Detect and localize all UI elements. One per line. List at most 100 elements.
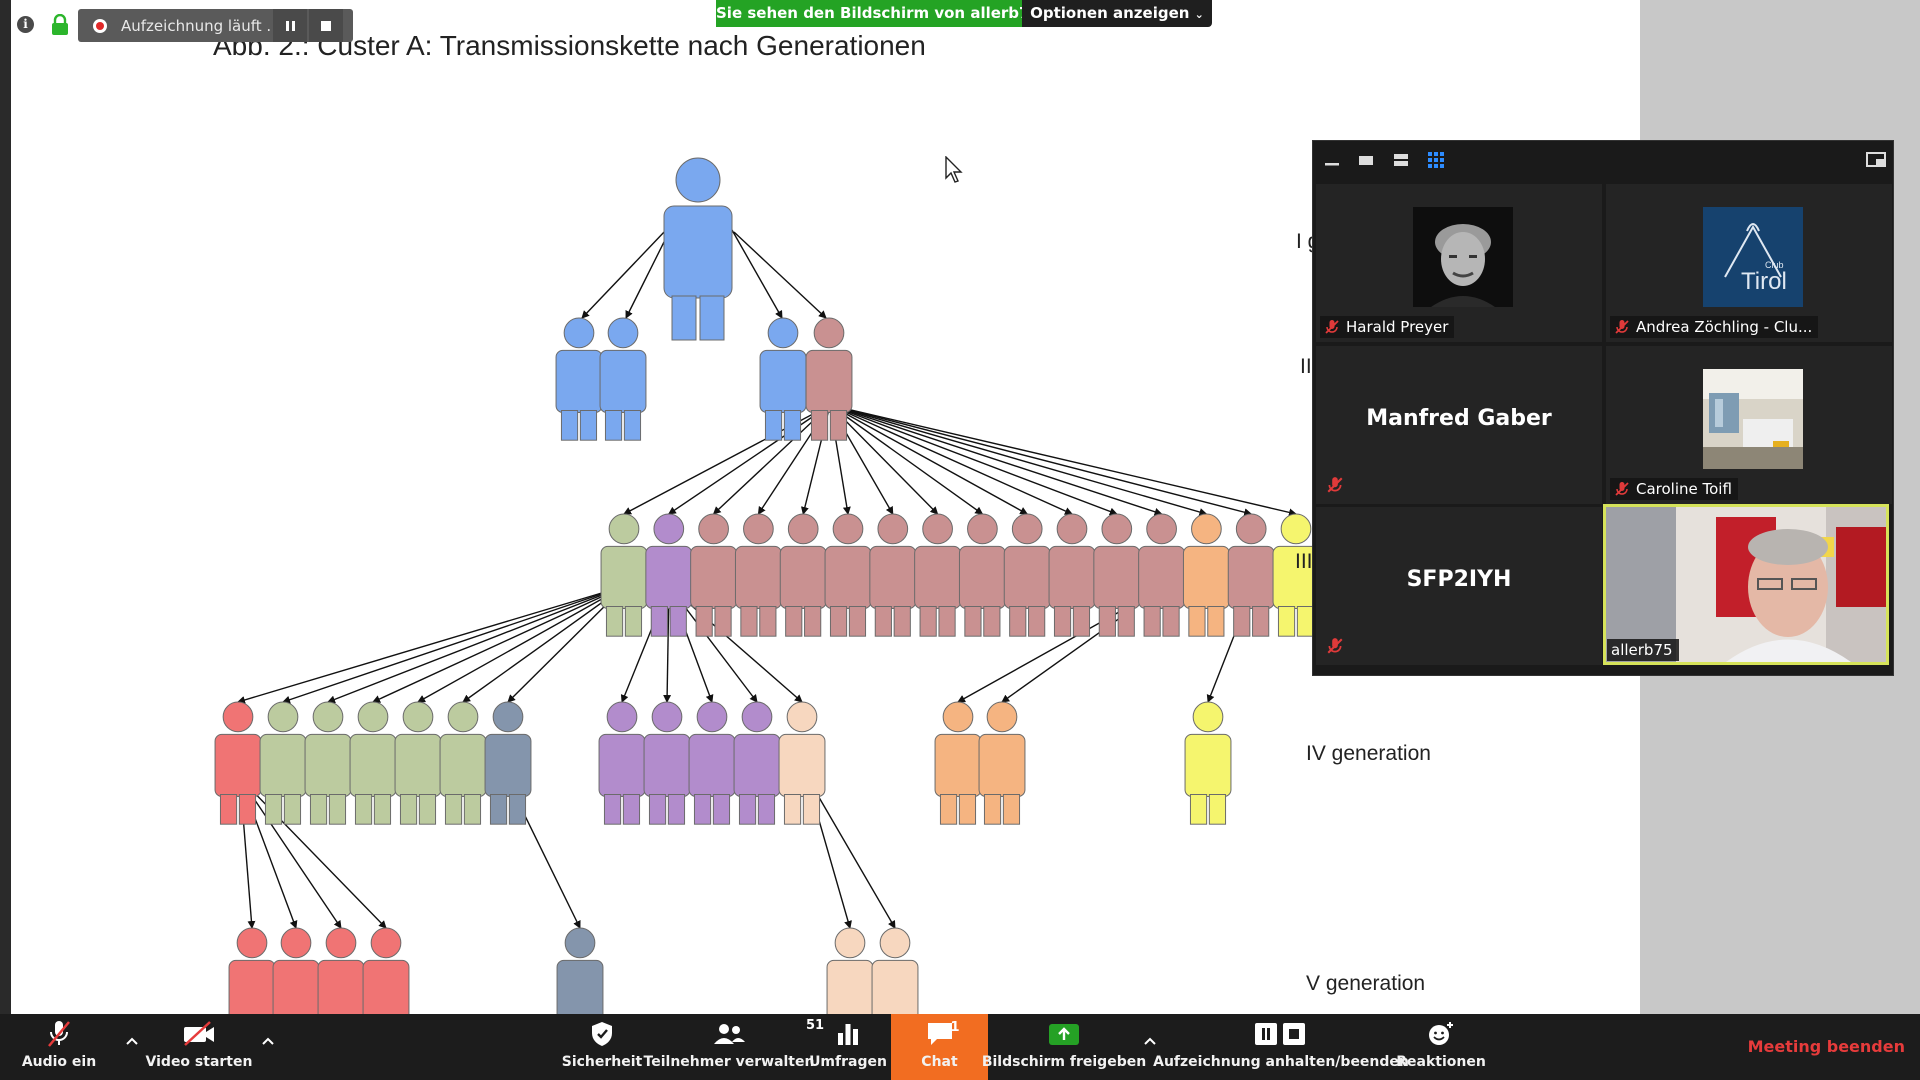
transmission-arrow (327, 585, 626, 704)
pause-stop-icon (1255, 1023, 1305, 1045)
share-banner: Sie sehen den Bildschirm von allerb75 (716, 0, 1040, 27)
strip-view-icon[interactable] (1392, 151, 1410, 169)
generation-label-3: III (1295, 550, 1313, 573)
person-figure (690, 513, 738, 637)
recording-control-label: Aufzeichnung anhalten/beenden (1153, 1054, 1409, 1070)
person-figure (599, 317, 647, 441)
chat-button[interactable]: 1 Chat (891, 1014, 988, 1080)
generation-label-4: IV generation (1306, 742, 1431, 765)
person-figure (598, 701, 646, 825)
person-figure (688, 701, 736, 825)
video-tile-andrea-zoechling[interactable]: Club Tirol Andrea Zöchling - Clu... (1606, 184, 1892, 342)
chat-label: Chat (921, 1054, 958, 1070)
logo-small-text: Club (1765, 260, 1784, 270)
person-figure (759, 317, 807, 441)
video-tile-sfp2iyh[interactable]: SFP2IYH (1316, 507, 1602, 665)
share-screen-button[interactable]: Bildschirm freigeben (982, 1014, 1146, 1080)
bar-chart-icon (838, 1024, 858, 1045)
participant-name: Andrea Zöchling - Clu... (1636, 318, 1813, 336)
club-tirol-logo: Club Tirol (1703, 207, 1803, 307)
person-figure (228, 927, 276, 1014)
pause-recording-button[interactable] (273, 9, 307, 42)
lock-icon[interactable] (50, 14, 70, 36)
transmission-arrow (829, 404, 1163, 516)
polls-label: Umfragen (809, 1054, 887, 1070)
shield-icon (592, 1022, 612, 1046)
reactions-button[interactable]: Reaktionen (1396, 1014, 1486, 1080)
person-figure (484, 701, 532, 825)
transmission-arrow (731, 229, 783, 319)
person-figure (663, 157, 733, 341)
person-figure (934, 701, 982, 825)
video-tile-allerb75[interactable]: allerb75 (1603, 504, 1889, 665)
transmission-arrow (829, 404, 1208, 516)
person-figure (1138, 513, 1186, 637)
transmission-arrow (829, 404, 939, 515)
transmission-arrow (829, 404, 1297, 517)
participant-photo (1413, 207, 1513, 307)
transmission-arrow (237, 585, 626, 704)
person-figure (394, 701, 442, 825)
view-options-label: Optionen anzeigen (1030, 4, 1190, 22)
person-figure (978, 701, 1026, 825)
transmission-arrow (417, 585, 626, 703)
single-view-icon[interactable] (1357, 151, 1375, 169)
participant-name-label: allerb75 (1607, 639, 1679, 661)
participants-button[interactable]: 51 Teilnehmer verwalten (644, 1014, 825, 1080)
chat-bubble-icon (927, 1023, 952, 1045)
view-options-button[interactable]: Optionen anzeigen ⌄ (1022, 0, 1212, 27)
video-off-icon (184, 1021, 214, 1046)
transmission-arrow (805, 774, 896, 929)
participant-name-label: Andrea Zöchling - Clu... (1610, 316, 1819, 338)
person-figure (734, 513, 782, 637)
security-button[interactable]: Sicherheit (562, 1014, 642, 1080)
person-figure (869, 513, 917, 637)
stop-recording-button[interactable] (309, 9, 343, 42)
participants-icon (714, 1024, 745, 1044)
transmission-arrow (829, 404, 984, 515)
person-figures (214, 157, 1320, 1014)
transmission-arrow (829, 404, 1118, 516)
audio-button[interactable]: Audio ein (22, 1014, 96, 1080)
transmission-arrow (829, 404, 1253, 517)
logo-text: Tirol (1741, 268, 1787, 295)
chevron-up-icon[interactable] (1143, 1036, 1157, 1046)
gallery-view-icon[interactable] (1427, 151, 1445, 169)
muted-mic-icon (1325, 320, 1339, 334)
person-figure (317, 927, 365, 1014)
meeting-toolbar: Audio ein Video starten Sicherheit 51 Te… (0, 1014, 1920, 1080)
person-figure (1093, 513, 1141, 637)
polls-button[interactable]: Umfragen (809, 1014, 887, 1080)
share-screen-icon (1049, 1024, 1079, 1045)
person-figure (272, 927, 320, 1014)
person-figure (555, 317, 603, 441)
transmission-arrow (282, 585, 626, 704)
video-button[interactable]: Video starten (146, 1014, 252, 1080)
chevron-up-icon[interactable] (125, 1036, 139, 1046)
recording-indicator: Aufzeichnung läuft ... (78, 9, 353, 42)
transmission-arrow (829, 404, 1073, 515)
chat-badge: 1 (950, 1020, 960, 1035)
muted-mic-icon (1615, 482, 1629, 496)
video-tile-harald-preyer[interactable]: Harald Preyer (1316, 184, 1602, 342)
person-figure (1003, 513, 1051, 637)
video-tile-manfred-gaber[interactable]: Manfred Gaber (1316, 346, 1602, 504)
exit-fullscreen-icon[interactable] (1866, 151, 1886, 169)
transmission-arrow (733, 231, 827, 319)
person-figure (439, 701, 487, 825)
transmission-arrow (712, 404, 831, 515)
generation-label-2: II (1300, 355, 1312, 378)
audio-label: Audio ein (21, 1054, 97, 1070)
video-tile-caroline-toifl[interactable]: Caroline Toifl (1606, 346, 1892, 504)
generation-label-5: V generation (1306, 972, 1426, 995)
transmission-arrow (581, 229, 667, 319)
person-figure (805, 317, 853, 441)
chevron-up-icon[interactable] (261, 1036, 275, 1046)
recording-control-button[interactable]: Aufzeichnung anhalten/beenden (1153, 1014, 1409, 1080)
minimize-icon[interactable] (1323, 151, 1341, 169)
participants-count: 51 (806, 1018, 825, 1033)
gallery-toolbar (1313, 141, 1893, 181)
end-meeting-button[interactable]: Meeting beenden (1747, 1037, 1905, 1056)
info-icon[interactable]: i (17, 16, 34, 33)
transmission-arrow (625, 233, 669, 319)
